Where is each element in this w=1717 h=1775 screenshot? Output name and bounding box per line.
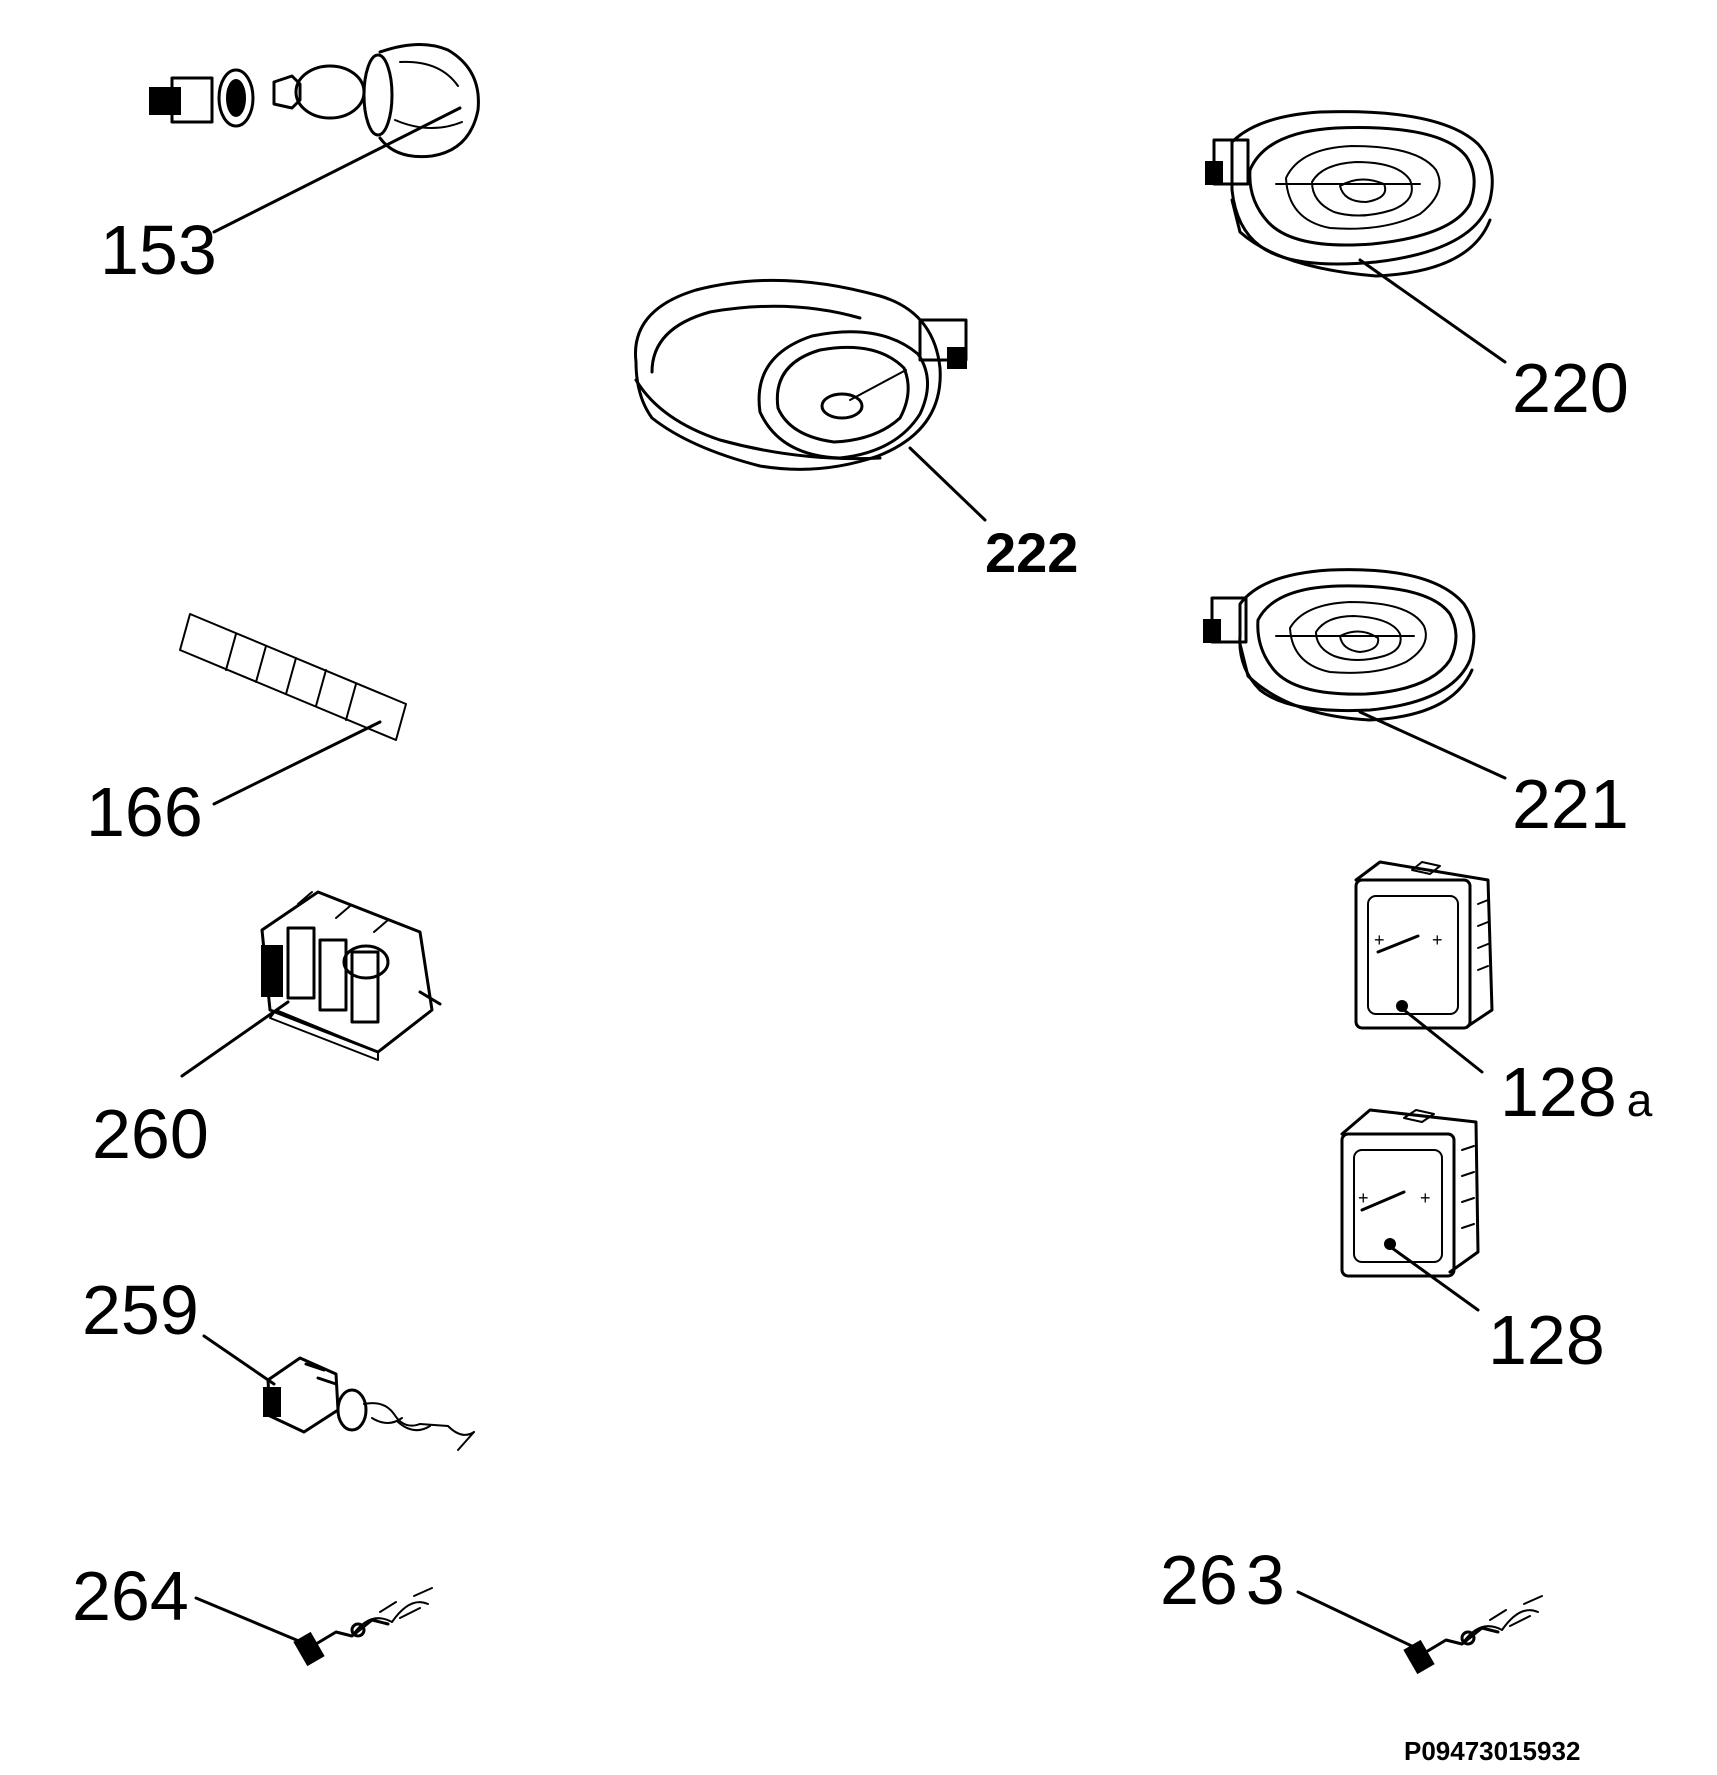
leader-153 — [212, 106, 462, 234]
callout-263-part2: 3 — [1246, 1541, 1285, 1619]
part-153-oven-lamp — [149, 42, 480, 159]
leader-263 — [1296, 1590, 1418, 1650]
leader-264 — [194, 1596, 308, 1646]
leader-220 — [1358, 258, 1507, 364]
leader-128 — [1390, 1246, 1480, 1312]
callout-260: 260 — [92, 1095, 209, 1173]
part-260-selector-switch — [260, 890, 442, 1061]
part-128-energy-regulator: + + — [1340, 1108, 1480, 1278]
callout-128a-number: 128 — [1500, 1053, 1617, 1131]
callout-263-part1: 26 — [1160, 1541, 1238, 1619]
svg-text:+: + — [1374, 930, 1385, 950]
part-259-thermostat — [263, 1356, 475, 1451]
part-128a-energy-regulator: + + — [1354, 860, 1494, 1030]
callout-221: 221 — [1512, 765, 1629, 843]
leader-221 — [1358, 710, 1507, 780]
part-264-wire-connector — [293, 1587, 433, 1667]
callout-264: 264 — [72, 1557, 189, 1635]
part-166-label-strip — [179, 613, 407, 741]
callout-259: 259 — [82, 1271, 199, 1349]
callout-128a-suffix: a — [1627, 1074, 1653, 1126]
part-221-radiant-element — [1203, 568, 1476, 722]
leader-222 — [908, 446, 987, 522]
svg-text:+: + — [1420, 1188, 1431, 1208]
callout-128: 128 — [1488, 1301, 1605, 1379]
part-263-wire-connector — [1403, 1595, 1543, 1675]
leader-259 — [202, 1334, 276, 1386]
svg-text:+: + — [1358, 1188, 1369, 1208]
callout-222: 222 — [985, 521, 1078, 584]
leader-128a — [1402, 1008, 1484, 1074]
leader-260 — [180, 1000, 290, 1078]
part-220-radiant-element — [1205, 110, 1494, 278]
part-222-dual-oval-element — [634, 278, 968, 471]
leader-166 — [212, 720, 382, 806]
callout-220: 220 — [1512, 349, 1629, 427]
svg-text:+: + — [1432, 930, 1443, 950]
document-id: P09473015932 — [1404, 1736, 1580, 1766]
callout-153: 153 — [100, 211, 217, 289]
callout-166: 166 — [86, 773, 203, 851]
